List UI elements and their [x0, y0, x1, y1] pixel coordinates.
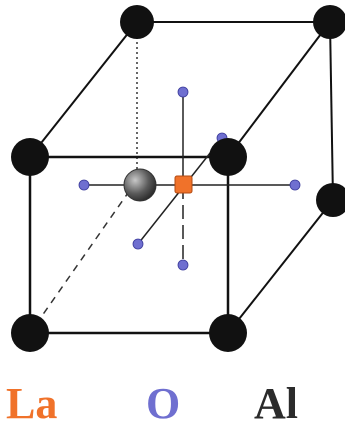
oxygen-atoms — [78, 86, 301, 271]
top-left-depth-edge — [29, 21, 138, 158]
grey-sphere-atom — [123, 168, 157, 202]
oxygen-atom-front — [132, 238, 144, 250]
legend-la: La — [6, 379, 57, 428]
al-atom-back-top-left — [120, 5, 154, 39]
cube-front-face — [28, 155, 230, 335]
cube-hidden-edges — [29, 22, 138, 334]
aluminum-atoms — [11, 5, 345, 352]
lanthanum-atom — [174, 175, 193, 194]
oxygen-atom-left — [78, 179, 90, 191]
al-atom-back-bottom-right — [316, 183, 345, 217]
back-bottom-edge — [227, 199, 334, 334]
hidden-back-bottom-diagonal — [29, 179, 138, 334]
oxygen-atom-bottom — [177, 259, 189, 271]
oxygen-atom-top — [177, 86, 189, 98]
back-right-edge — [329, 21, 334, 201]
al-atom-front-top-left — [11, 138, 49, 176]
legend-o: O — [146, 379, 180, 428]
al-atom-front-top-right — [209, 138, 247, 176]
cube-back-face — [137, 21, 334, 334]
al-atom-front-bottom-right — [209, 314, 247, 352]
al-atom-front-bottom-left — [11, 314, 49, 352]
oxygen-atom-right — [289, 179, 301, 191]
legend-al: Al — [254, 379, 298, 428]
cube-depth-edges — [29, 21, 331, 158]
legend: La O Al — [6, 379, 298, 428]
top-right-depth-edge — [227, 21, 331, 158]
al-atom-back-top-right — [313, 5, 345, 39]
